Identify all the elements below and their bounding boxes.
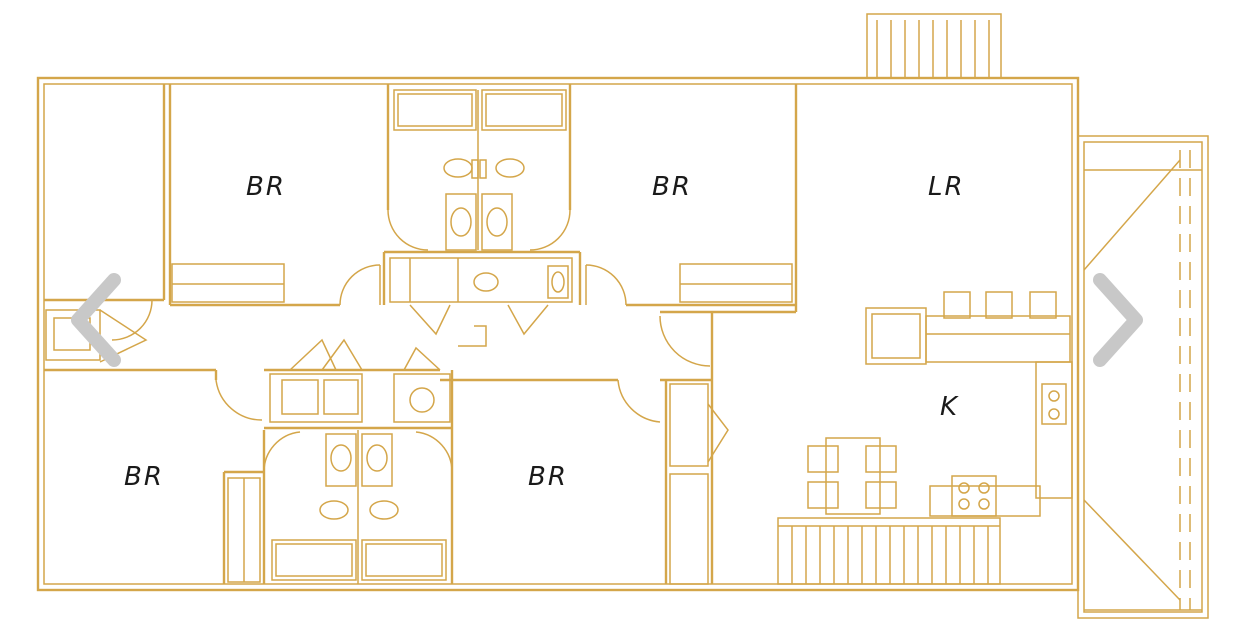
chevron-right-icon bbox=[1093, 273, 1143, 367]
room-label-living-room: LR bbox=[928, 172, 965, 202]
interior-walls bbox=[44, 84, 798, 585]
room-label-bedroom-4: BR bbox=[528, 462, 568, 492]
side-porch bbox=[1077, 135, 1209, 619]
chevron-left-icon bbox=[71, 273, 121, 367]
kitchen-fixtures bbox=[807, 291, 1073, 517]
previous-button[interactable] bbox=[66, 270, 126, 370]
room-label-bedroom-3: BR bbox=[124, 462, 164, 492]
next-button[interactable] bbox=[1088, 270, 1148, 370]
bottom-deck bbox=[777, 517, 1001, 585]
room-label-kitchen: K bbox=[940, 392, 960, 422]
exterior-walls bbox=[36, 76, 1080, 592]
room-label-bedroom-1: BR bbox=[246, 172, 286, 202]
top-bath-fixtures bbox=[389, 89, 573, 303]
door-swings bbox=[111, 209, 729, 473]
bottom-bath-fixtures bbox=[269, 373, 451, 581]
room-label-bedroom-2: BR bbox=[652, 172, 692, 202]
top-balcony bbox=[866, 13, 1002, 79]
hall-marker bbox=[458, 325, 487, 347]
